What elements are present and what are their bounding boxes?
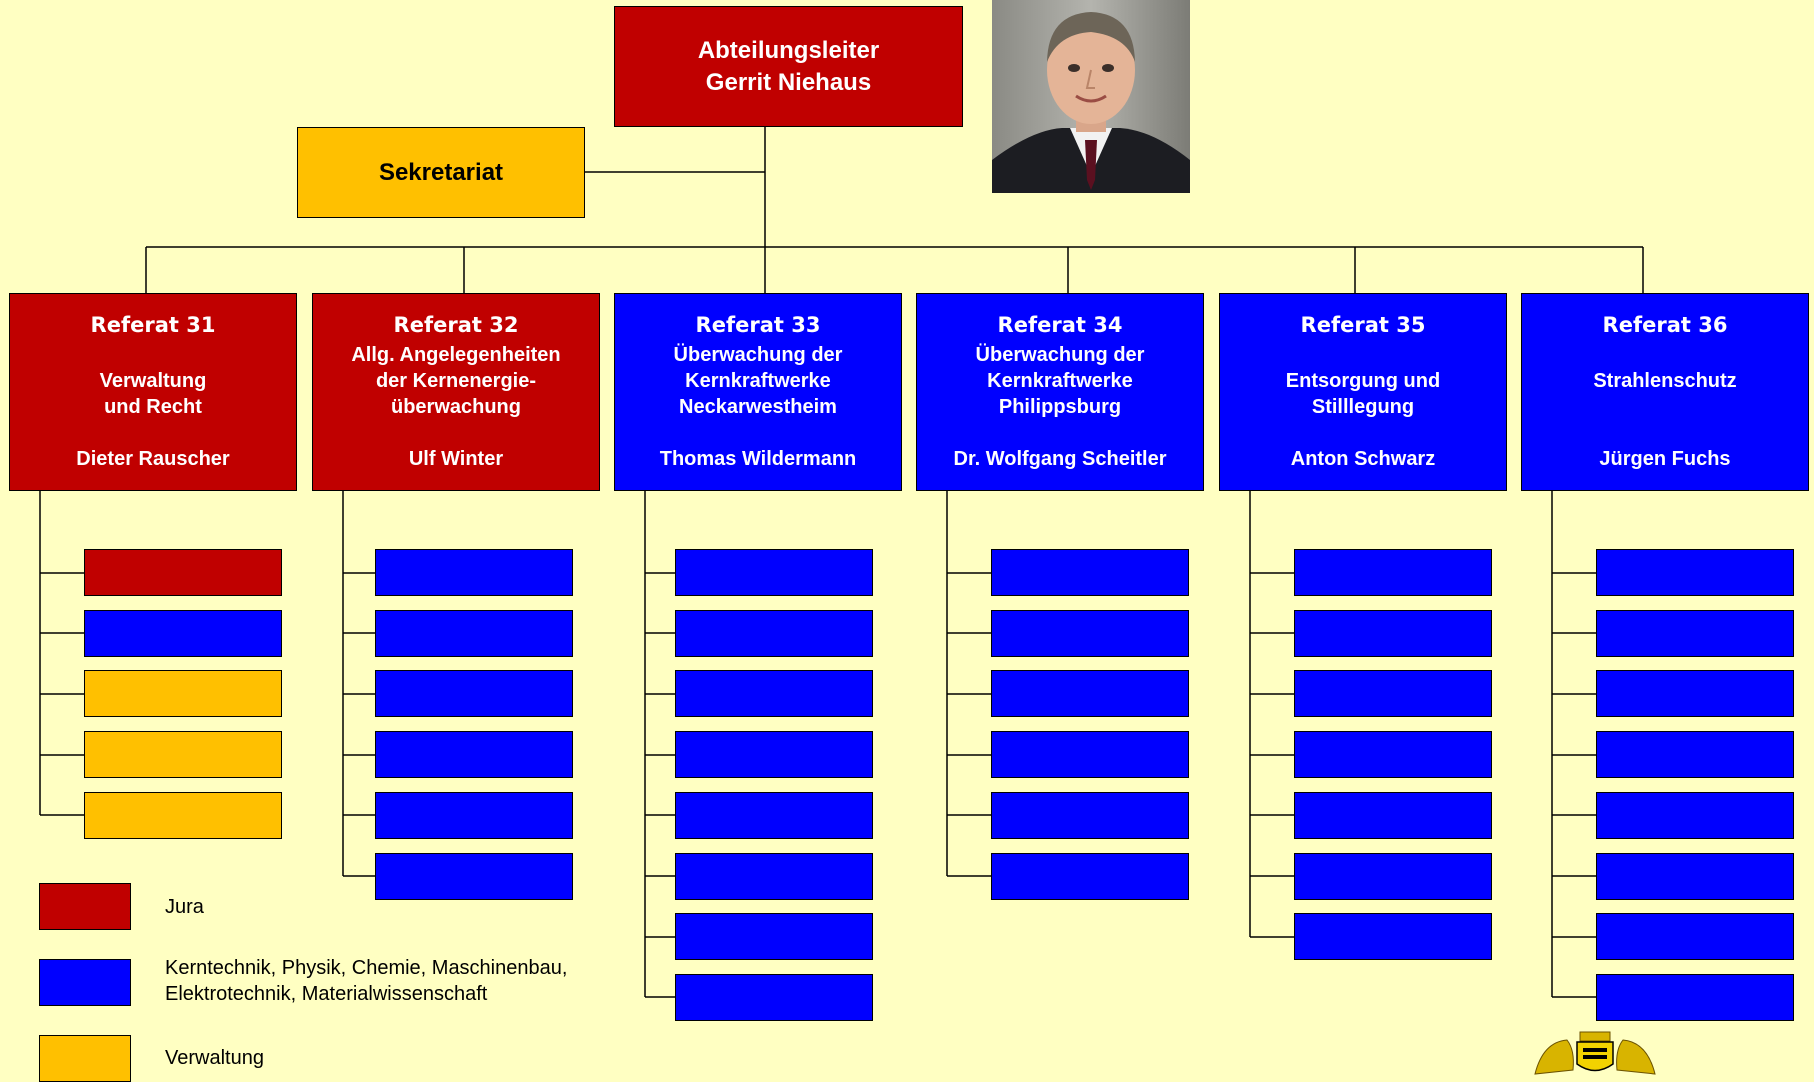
subunit-box xyxy=(375,670,573,717)
referat-head-name: Dieter Rauscher xyxy=(76,448,230,470)
referat-description-line: Überwachung der xyxy=(975,344,1145,366)
referat-number: Referat 35 xyxy=(1300,313,1426,337)
referat-head-name: Jürgen Fuchs xyxy=(1599,448,1731,470)
subunit-box xyxy=(1294,610,1492,657)
subunit-box xyxy=(1294,549,1492,596)
subunit-box xyxy=(375,853,573,900)
subunit-box xyxy=(1294,913,1492,960)
secretariat-box: Sekretariat xyxy=(297,127,585,218)
referat-description-line: Entsorgung und xyxy=(1285,370,1441,392)
subunit-box xyxy=(991,853,1189,900)
referat-head-name: Dr. Wolfgang Scheitler xyxy=(953,448,1167,470)
referat-description-line: Neckarwestheim xyxy=(679,396,837,418)
subunit-box xyxy=(675,853,873,900)
subunit-box xyxy=(1596,731,1794,778)
subunit-box xyxy=(991,670,1189,717)
portrait-photo xyxy=(992,0,1190,193)
referat-number: Referat 32 xyxy=(393,313,519,337)
subunit-box xyxy=(991,549,1189,596)
subunit-box xyxy=(1294,731,1492,778)
subunit-box xyxy=(1596,913,1794,960)
subunit-box xyxy=(991,610,1189,657)
subunit-box xyxy=(84,670,282,717)
legend-label-technik: Kerntechnik, Physik, Chemie, Maschinenba… xyxy=(165,957,568,1005)
referat-description-line xyxy=(1286,342,1440,368)
referat-head-name: Thomas Wildermann xyxy=(659,448,857,470)
referat-description-line: Allg. Angelegenheiten xyxy=(351,344,561,366)
subunit-box xyxy=(675,670,873,717)
secretariat-label: Sekretariat xyxy=(378,158,504,186)
referat-box-32: Referat 32 Allg. Angelegenheiten der Kerne… xyxy=(312,293,600,491)
subunit-box xyxy=(1596,610,1794,657)
legend-label-verwaltung: Verwaltung xyxy=(165,1047,264,1069)
subunit-box xyxy=(991,731,1189,778)
referat-description: Allg. Angelegenheiten der Kernenergie-übe… xyxy=(351,342,560,446)
referat-head-name: Ulf Winter xyxy=(408,448,504,470)
referat-description-line xyxy=(1593,394,1736,420)
subunit-box xyxy=(1596,974,1794,1021)
subunit-box xyxy=(1596,549,1794,596)
subunit-box xyxy=(675,974,873,1021)
subunit-box xyxy=(84,792,282,839)
legend-swatch-technik xyxy=(39,959,131,1006)
referat-description-line xyxy=(100,342,207,368)
referat-number: Referat 36 xyxy=(1602,313,1728,337)
subunit-box xyxy=(84,731,282,778)
subunit-box xyxy=(675,792,873,839)
legend-swatch-jura xyxy=(39,883,131,930)
subunit-box xyxy=(375,610,573,657)
referat-description: Strahlenschutz xyxy=(1593,342,1736,446)
state-coat-of-arms-icon xyxy=(1525,1030,1665,1077)
subunit-box xyxy=(1596,792,1794,839)
subunit-box xyxy=(1596,853,1794,900)
referat-number: Referat 33 xyxy=(695,313,821,337)
subunit-box xyxy=(675,913,873,960)
department-head-box: Abteilungsleiter Gerrit Niehaus xyxy=(614,6,963,127)
referat-description-line: Strahlenschutz xyxy=(1593,370,1737,392)
referat-head-name: Anton Schwarz xyxy=(1290,448,1436,470)
subunit-box xyxy=(675,549,873,596)
legend-label-jura: Jura xyxy=(165,896,204,918)
referat-description-line: Überwachung der xyxy=(673,344,843,366)
subunit-box xyxy=(675,731,873,778)
referat-description-line: der Kernenergie- xyxy=(375,370,537,392)
referat-number: Referat 31 xyxy=(90,313,216,337)
referat-description: Verwaltung und Recht xyxy=(100,342,207,446)
legend-swatch-verwaltung xyxy=(39,1035,131,1082)
referat-description-line: überwachung xyxy=(390,396,521,418)
subunit-box xyxy=(1294,853,1492,900)
subunit-box xyxy=(991,792,1189,839)
subunit-box xyxy=(1294,792,1492,839)
referat-description-line: Kernkraftwerke xyxy=(987,370,1133,392)
subunit-box xyxy=(1596,670,1794,717)
referat-description-line: Stilllegung xyxy=(1311,396,1415,418)
referat-description-line xyxy=(1593,342,1736,368)
subunit-box xyxy=(84,610,282,657)
referat-description-line: und Recht xyxy=(104,396,202,418)
subunit-box xyxy=(375,731,573,778)
head-title: Abteilungsleiter xyxy=(697,36,880,64)
subunit-box xyxy=(1294,670,1492,717)
referat-number: Referat 34 xyxy=(997,313,1123,337)
subunit-box xyxy=(375,792,573,839)
head-name: Gerrit Niehaus xyxy=(705,68,872,96)
subunit-box xyxy=(675,610,873,657)
referat-description-line: Philippsburg xyxy=(998,396,1122,418)
referat-description-line: Verwaltung xyxy=(99,370,207,392)
subunit-box xyxy=(375,549,573,596)
referat-description-line: Kernkraftwerke xyxy=(685,370,831,392)
subunit-box xyxy=(84,549,282,596)
